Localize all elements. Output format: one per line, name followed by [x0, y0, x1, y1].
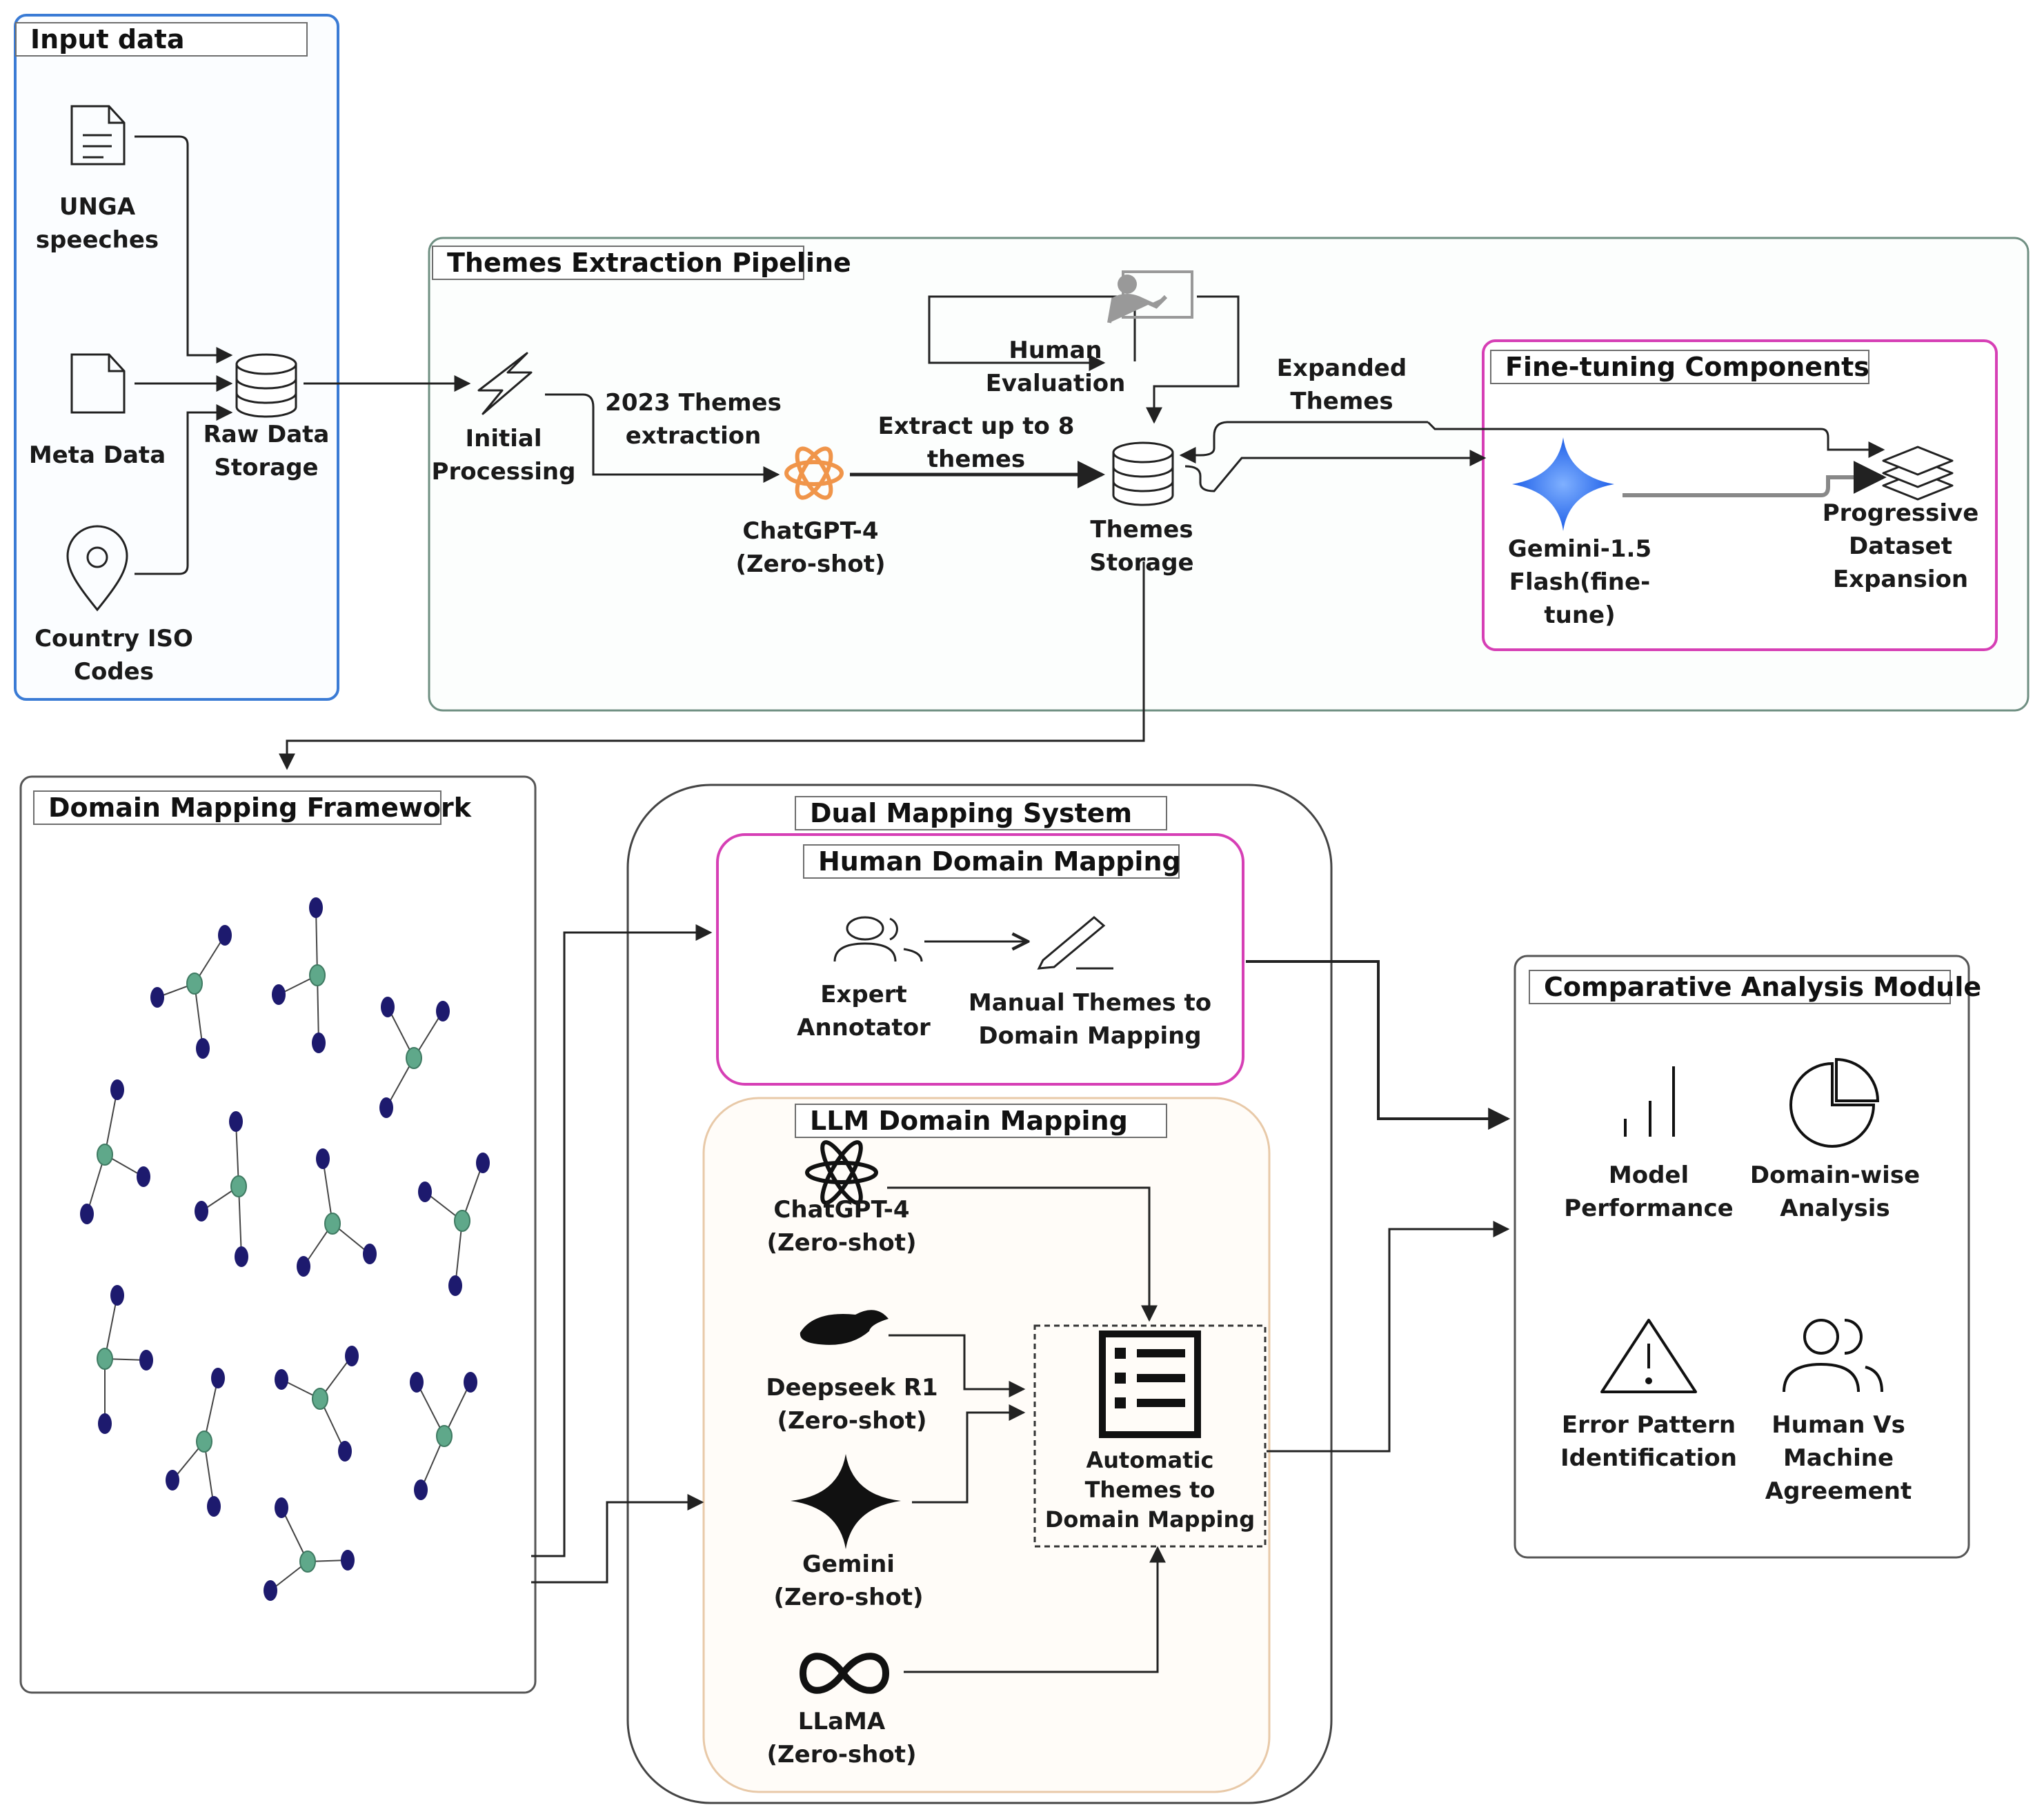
lightning-icon — [477, 352, 533, 415]
document-icon — [70, 105, 126, 166]
llm-mapping-title: LLM Domain Mapping — [795, 1104, 1167, 1138]
database-icon — [1112, 441, 1174, 506]
initial-processing-label: Initial Processing — [431, 425, 576, 486]
error-pattern-label: Error Pattern Identification — [1560, 1411, 1737, 1472]
human-vs-machine-label: Human Vs Machine Agreement — [1765, 1411, 1912, 1505]
input-data-panel — [14, 14, 339, 701]
users-icon — [1783, 1319, 1883, 1393]
expert-annotator-label: Expert Annotator — [797, 981, 931, 1041]
llama-label: LLaMA (Zero-shot) — [766, 1708, 917, 1768]
human-mapping-panel — [716, 833, 1244, 1086]
dual-mapping-title: Dual Mapping System — [795, 796, 1167, 830]
location-pin-icon — [66, 525, 128, 612]
gemini-icon — [791, 1454, 901, 1549]
extract-themes-label: Extract up to 8 themes — [877, 412, 1075, 473]
progressive-expansion-label: Progressive Dataset Expansion — [1822, 499, 1979, 593]
deepseek-label: Deepseek R1 (Zero-shot) — [766, 1374, 938, 1435]
chatgpt-zero-shot-label: ChatGPT-4 (Zero-shot) — [766, 1196, 917, 1257]
domain-mapping-panel — [19, 775, 537, 1694]
file-icon — [70, 353, 126, 414]
comparative-title: Comparative Analysis Module — [1529, 970, 1981, 1004]
layers-icon — [1882, 446, 1954, 501]
pipeline-title: Themes Extraction Pipeline — [432, 246, 851, 280]
unga-speeches-label: UNGA speeches — [35, 193, 159, 254]
finetune-title: Fine-tuning Components — [1490, 350, 1869, 384]
gemini-zero-shot-label: Gemini (Zero-shot) — [773, 1551, 924, 1611]
expanded-themes-label: Expanded Themes — [1276, 355, 1407, 415]
country-iso-label: Country ISO Codes — [34, 625, 193, 686]
openai-icon — [784, 446, 844, 500]
model-performance-label: Model Performance — [1564, 1162, 1734, 1222]
manual-mapping-label: Manual Themes to Domain Mapping — [968, 989, 1212, 1050]
deepseek-whale-icon — [800, 1310, 889, 1345]
warning-icon — [1600, 1319, 1697, 1393]
domain-wise-label: Domain-wise Analysis — [1749, 1162, 1921, 1222]
meta-infinity-icon — [799, 1653, 890, 1694]
users-icon — [833, 916, 923, 962]
input-data-title: Input data — [15, 22, 308, 57]
auto-mapping-label: Automatic Themes to Domain Mapping — [1044, 1447, 1256, 1533]
themes-extraction-label: 2023 Themes extraction — [605, 389, 782, 450]
database-icon — [235, 353, 297, 418]
openai-icon — [805, 1140, 878, 1205]
human-mapping-title: Human Domain Mapping — [803, 844, 1181, 879]
pen-icon — [1037, 916, 1113, 970]
gemini-finetune-label: Gemini-1.5 Flash(fine- tune) — [1507, 535, 1652, 629]
gemini-icon — [1512, 437, 1614, 531]
network-leaf-nodes — [80, 897, 490, 1601]
presentation-icon — [1107, 270, 1193, 323]
llm-mapping-panel — [702, 1097, 1271, 1793]
bar-chart-icon — [1624, 1066, 1675, 1137]
themes-storage-label: Themes Storage — [1089, 516, 1194, 577]
raw-storage-label: Raw Data Storage — [203, 421, 330, 481]
auto-mapping-box — [1033, 1324, 1267, 1548]
pie-chart-icon — [1789, 1057, 1880, 1148]
meta-data-label: Meta Data — [28, 441, 166, 469]
human-evaluation-label: Human Evaluation — [985, 337, 1126, 397]
chatgpt-label: ChatGPT-4 (Zero-shot) — [735, 517, 886, 578]
checklist-icon — [1099, 1330, 1201, 1438]
domain-mapping-title: Domain Mapping Framework — [33, 790, 471, 825]
network-hub-nodes — [97, 964, 470, 1573]
